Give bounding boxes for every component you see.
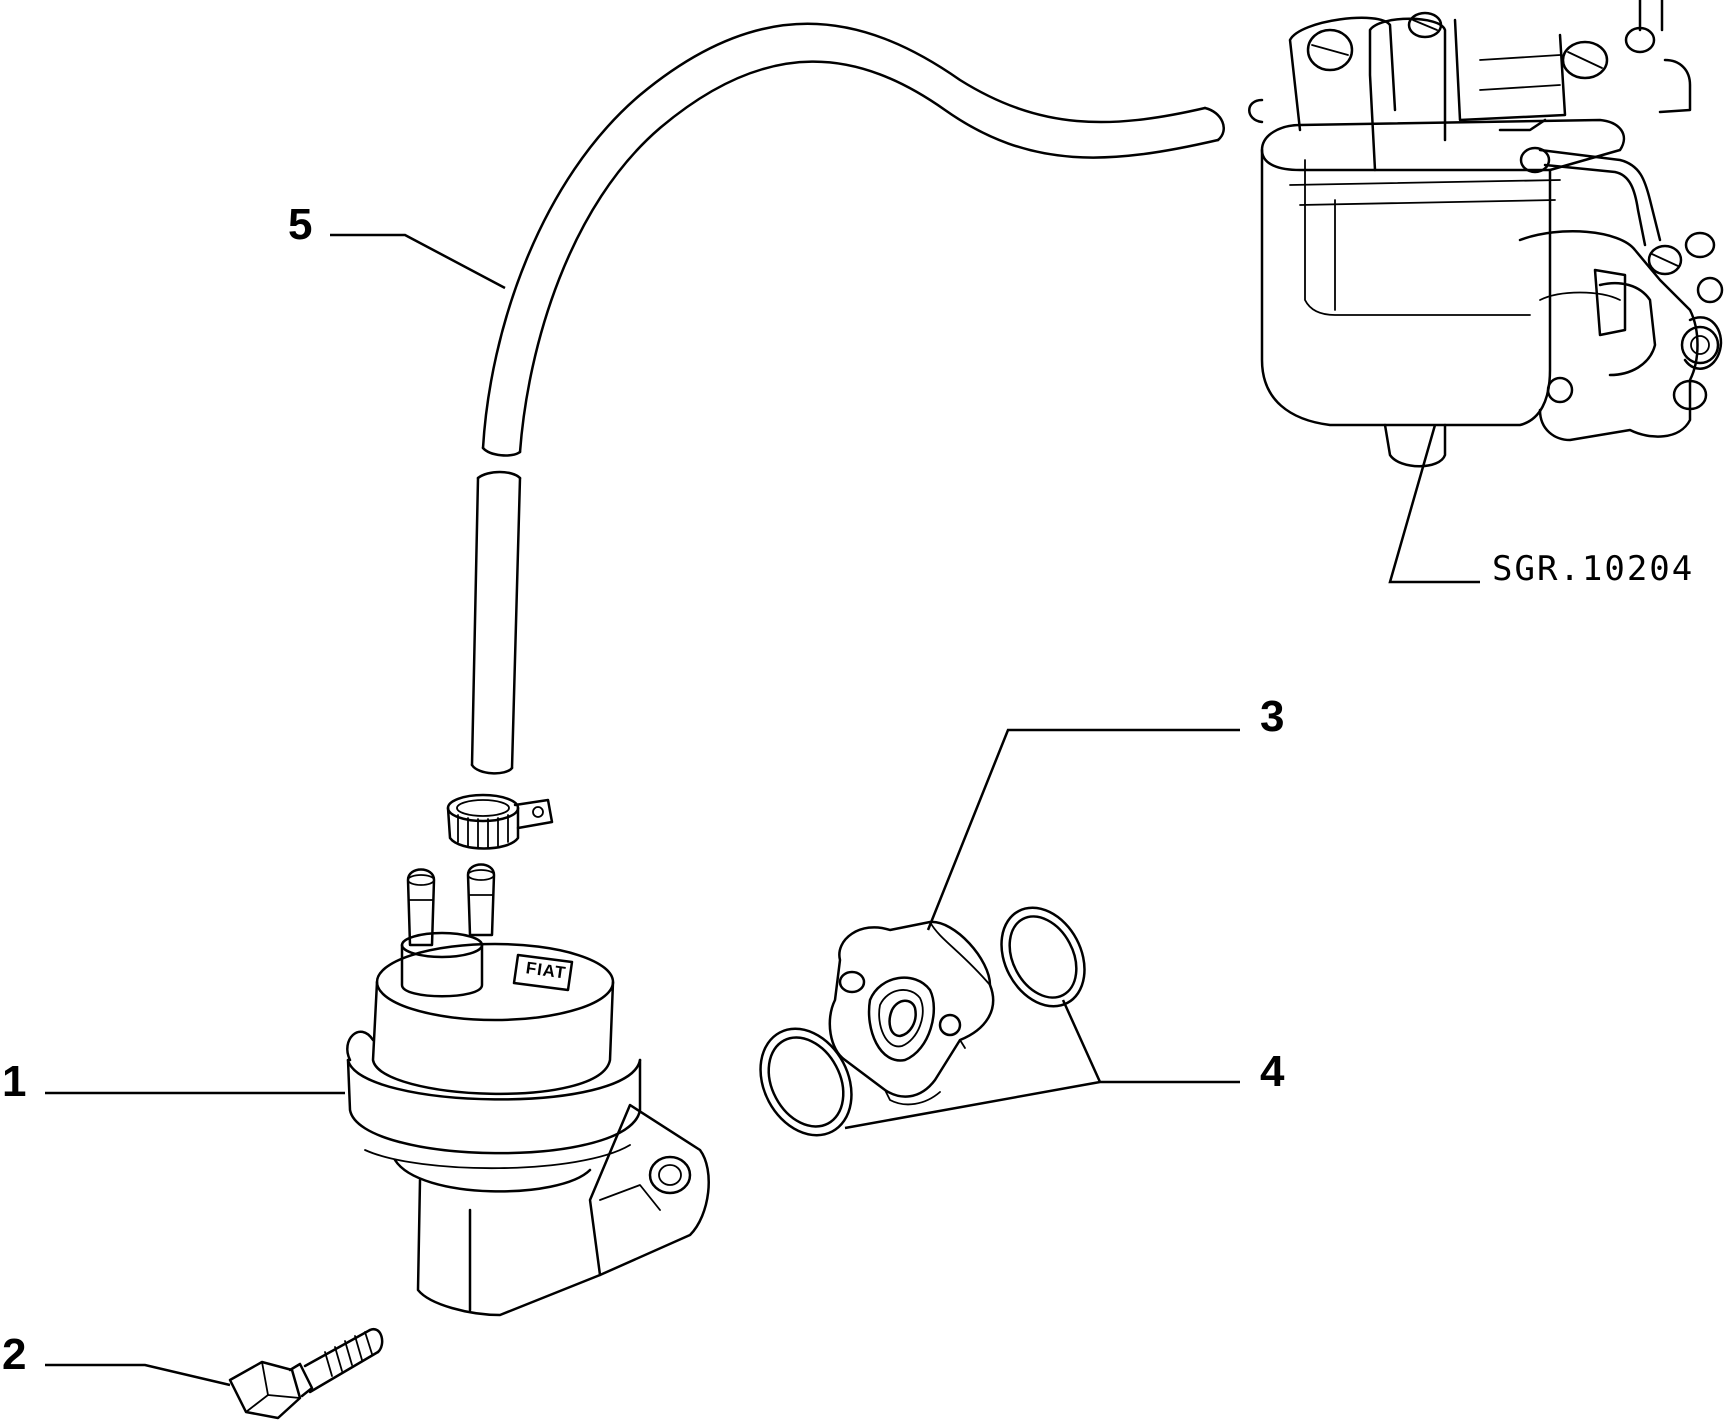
leader-5	[330, 233, 506, 290]
callout-4: 4	[1260, 1047, 1285, 1096]
leader-lines	[45, 233, 1480, 1387]
o-ring-seals	[759, 906, 1086, 1137]
callout-5: 5	[288, 200, 313, 249]
callout-3: 3	[1260, 692, 1285, 741]
fuel-pump	[346, 863, 710, 1317]
spacer-flange	[828, 920, 995, 1106]
leader-2	[45, 1363, 231, 1387]
reference-code: SGR.10204	[1492, 549, 1695, 589]
leader-3	[926, 728, 1240, 931]
leader-4	[844, 999, 1240, 1130]
mounting-bolt	[228, 1327, 384, 1420]
callout-2: 2	[2, 1330, 27, 1379]
carburetor	[1248, 0, 1724, 468]
fuel-hose	[470, 22, 1225, 775]
hose-clamp	[446, 793, 554, 850]
leader-ref	[1388, 424, 1480, 584]
callout-1: 1	[2, 1057, 27, 1106]
